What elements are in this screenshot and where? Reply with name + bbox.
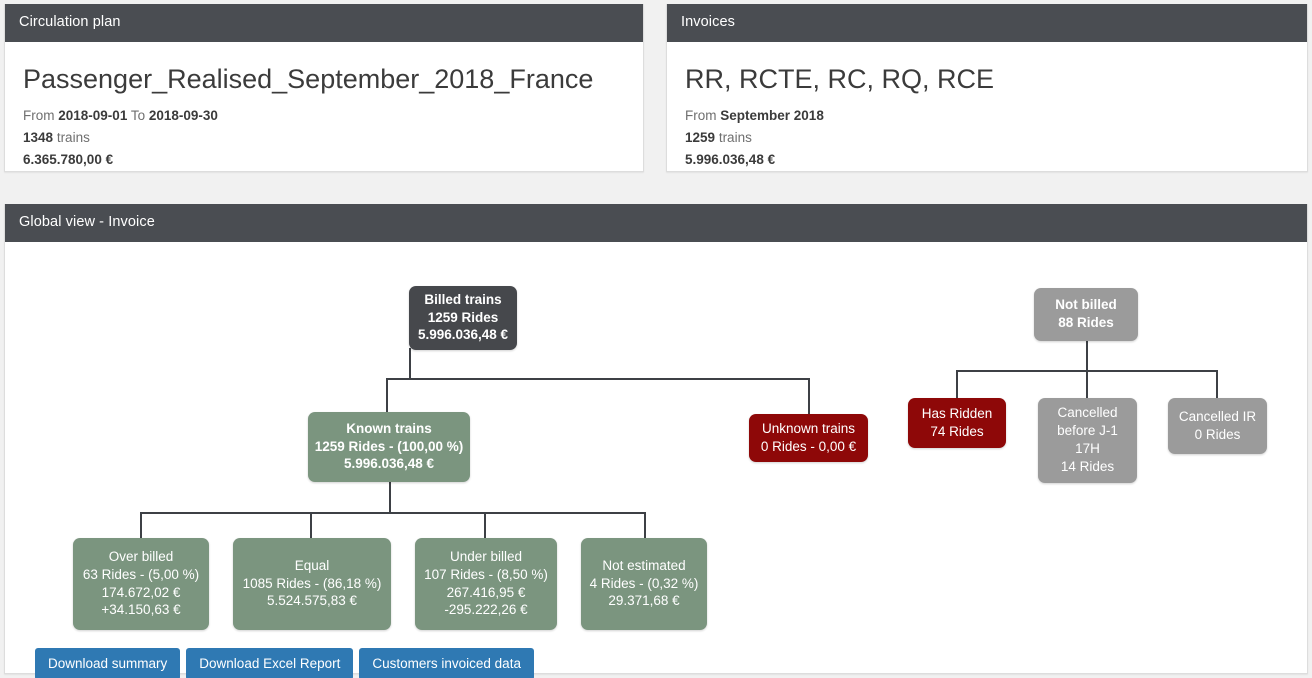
circulation-plan-header: Circulation plan: [5, 4, 643, 42]
circulation-plan-body: Passenger_Realised_September_2018_France…: [5, 42, 643, 189]
connector-to-has-ridden: [956, 369, 958, 398]
customers-invoiced-data-button[interactable]: Customers invoiced data: [359, 647, 534, 678]
invoices-header: Invoices: [667, 4, 1307, 42]
circulation-plan-panel: Circulation plan Passenger_Realised_Sept…: [4, 4, 644, 172]
node-known-trains-line2: 1259 Rides - (100,00 %): [314, 438, 464, 454]
node-billed-trains-line2: 1259 Rides: [427, 309, 499, 325]
invoices-period: From September 2018: [685, 105, 1289, 127]
node-not-estimated[interactable]: Not estimated 4 Rides - (0,32 %) 29.371,…: [581, 537, 707, 630]
connector-not-billed-stem: [1086, 340, 1088, 372]
from-date: 2018-09-01: [58, 107, 128, 123]
node-unknown-trains[interactable]: Unknown trains 0 Rides - 0,00 €: [749, 413, 868, 462]
invoices-from-label: From: [685, 107, 717, 123]
invoices-trains: 1259 trains: [685, 127, 1289, 149]
global-view-panel: Global view - Invoice Billed trains: [4, 204, 1309, 678]
node-over-billed[interactable]: Over billed 63 Rides - (5,00 %) 174.672,…: [73, 537, 209, 630]
node-billed-trains-line1: Billed trains: [424, 291, 502, 307]
connector-to-cancelled-ir: [1216, 369, 1218, 398]
connector-to-unknown: [808, 377, 810, 416]
node-unknown-trains-line1: Unknown trains: [761, 420, 856, 436]
node-has-ridden-line2: 74 Rides: [930, 423, 984, 439]
node-cancelled-ir[interactable]: Cancelled IR 0 Rides: [1168, 397, 1267, 454]
node-has-ridden[interactable]: Has Ridden 74 Rides: [908, 397, 1006, 448]
to-date: 2018-09-30: [148, 107, 218, 123]
invoice-tree-diagram: Billed trains 1259 Rides 5.996.036,48 € …: [5, 242, 1309, 678]
connector-billed-stem: [409, 347, 411, 380]
download-summary-button[interactable]: Download summary: [35, 647, 181, 678]
connector-to-under-billed: [484, 511, 486, 538]
invoices-trains-count: 1259: [685, 129, 716, 145]
invoices-panel: Invoices RR, RCTE, RC, RQ, RCE From Sept…: [666, 4, 1308, 172]
connector-to-known: [386, 377, 388, 414]
node-has-ridden-line1: Has Ridden: [921, 405, 993, 421]
node-equal[interactable]: Equal 1085 Rides - (86,18 %) 5.524.575,8…: [233, 537, 391, 630]
node-known-trains-line1: Known trains: [346, 420, 432, 436]
node-cancelled-before-j1-line1: Cancelled: [1057, 405, 1118, 421]
invoices-title: RR, RCTE, RC, RQ, RCE: [685, 63, 995, 94]
node-not-estimated-line1: Not estimated: [602, 557, 686, 573]
node-under-billed-line4: -295.222,26 €: [444, 602, 528, 618]
node-billed-trains[interactable]: Billed trains 1259 Rides 5.996.036,48 €: [409, 285, 517, 350]
download-excel-report-button[interactable]: Download Excel Report: [186, 647, 354, 678]
node-over-billed-line4: +34.150,63 €: [101, 602, 181, 618]
circulation-plan-date-range: From 2018-09-01 To 2018-09-30: [23, 105, 625, 127]
node-equal-line1: Equal: [294, 557, 330, 573]
connector-to-equal: [310, 511, 312, 538]
trains-label: trains: [56, 129, 90, 145]
connector-to-over-billed: [140, 511, 142, 538]
node-over-billed-line3: 174.672,02 €: [101, 584, 181, 600]
invoices-from-value: September 2018: [720, 107, 824, 123]
from-label: From: [23, 107, 55, 123]
node-cancelled-ir-line1: Cancelled IR: [1178, 408, 1257, 424]
node-over-billed-line1: Over billed: [108, 548, 174, 564]
to-label: To: [130, 107, 146, 123]
circulation-plan-title: Passenger_Realised_September_2018_France: [23, 63, 594, 94]
node-equal-line3: 5.524.575,83 €: [266, 593, 358, 609]
circulation-plan-trains: 1348 trains: [23, 127, 625, 149]
connector-billed-bus: [386, 377, 809, 380]
node-not-billed-line2: 88 Rides: [1058, 315, 1114, 330]
node-over-billed-line2: 63 Rides - (5,00 %): [82, 566, 200, 582]
node-not-billed[interactable]: Not billed 88 Rides: [1034, 287, 1138, 341]
node-billed-trains-line3: 5.996.036,48 €: [417, 327, 509, 343]
node-cancelled-before-j1-line3: 17H: [1075, 441, 1100, 456]
connector-to-not-estimated: [644, 511, 646, 538]
node-under-billed[interactable]: Under billed 107 Rides - (8,50 %) 267.41…: [415, 537, 557, 630]
node-not-estimated-line2: 4 Rides - (0,32 %): [589, 575, 699, 591]
node-cancelled-before-j1-line4: 14 Rides: [1060, 458, 1115, 474]
node-unknown-trains-line2: 0 Rides - 0,00 €: [760, 438, 857, 454]
node-under-billed-line1: Under billed: [449, 548, 523, 564]
node-equal-line2: 1085 Rides - (86,18 %): [242, 575, 382, 591]
node-under-billed-line3: 267.416,95 €: [446, 584, 526, 600]
node-cancelled-ir-line2: 0 Rides: [1194, 426, 1241, 442]
trains-count: 1348: [23, 129, 54, 145]
invoices-amount: 5.996.036,48 €: [685, 151, 776, 167]
node-known-trains-line3: 5.996.036,48 €: [343, 456, 435, 472]
global-view-header: Global view - Invoice: [5, 204, 1307, 242]
tree-action-buttons: Download summary Download Excel Report C…: [35, 647, 534, 678]
node-known-trains[interactable]: Known trains 1259 Rides - (100,00 %) 5.9…: [308, 411, 470, 482]
connector-known-bus: [140, 511, 646, 514]
invoices-trains-label: trains: [718, 129, 752, 145]
node-not-estimated-line3: 29.371,68 €: [608, 593, 680, 609]
node-not-billed-line1: Not billed: [1055, 297, 1117, 313]
connector-known-stem: [389, 481, 391, 514]
connector-to-cancelled-j1: [1086, 369, 1088, 398]
node-cancelled-before-j1[interactable]: Cancelled before J-1 17H 14 Rides: [1038, 397, 1137, 483]
invoices-body: RR, RCTE, RC, RQ, RCE From September 201…: [667, 42, 1307, 189]
node-under-billed-line2: 107 Rides - (8,50 %): [424, 566, 548, 582]
node-cancelled-before-j1-line2: before J-1: [1057, 423, 1118, 439]
circulation-plan-amount: 6.365.780,00 €: [23, 151, 114, 167]
